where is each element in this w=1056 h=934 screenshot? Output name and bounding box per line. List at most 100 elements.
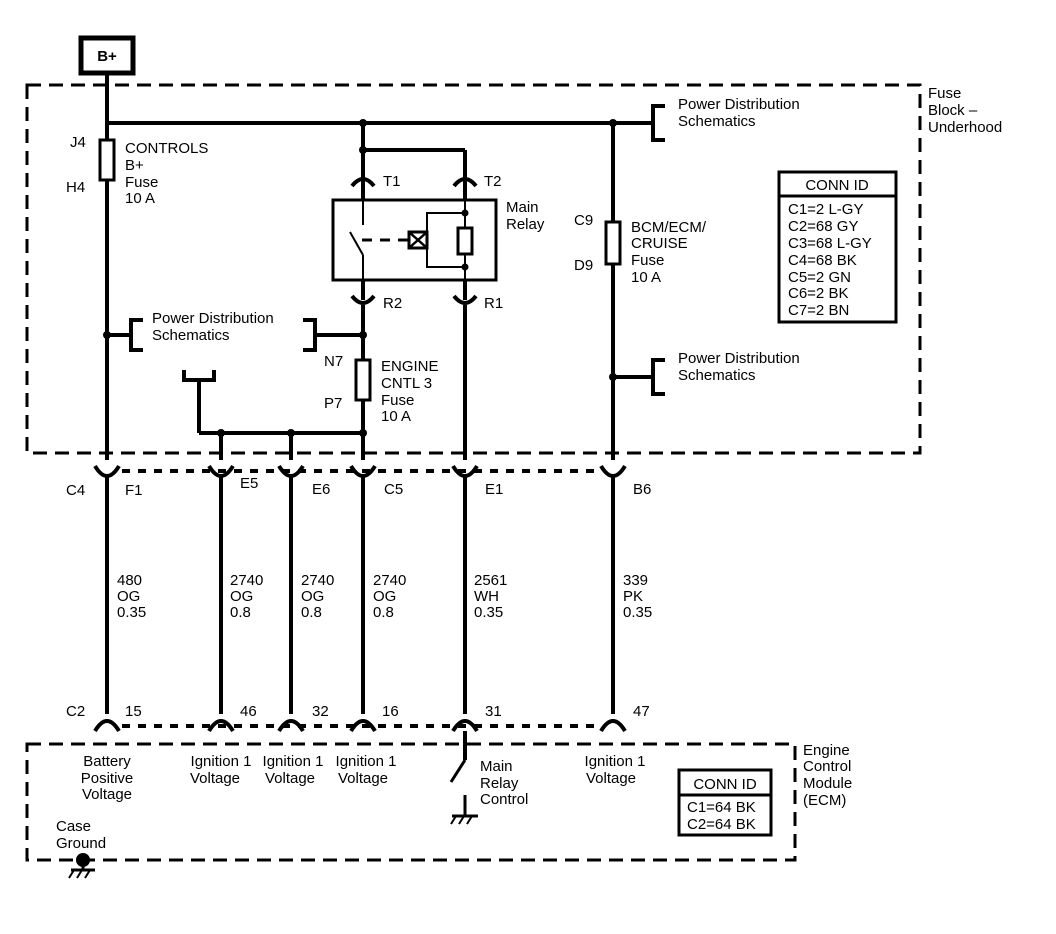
conn-id-entry: C6=2 BK xyxy=(788,285,848,302)
wire-gauge: 0.8 xyxy=(301,604,322,621)
ecm-input-label: Voltage xyxy=(190,770,240,787)
power-distribution-mid: Power Distribution Schematics xyxy=(651,350,800,396)
connector-pin-label: C5 xyxy=(384,481,403,498)
ecm-input-label: Ignition 1 xyxy=(585,753,646,770)
wire-circuit: 339 xyxy=(623,572,648,589)
ecm-input-label: Ignition 1 xyxy=(263,753,324,770)
wire-gauge: 0.35 xyxy=(117,604,146,621)
ecm-input-label: Main xyxy=(480,758,513,775)
conn-id-entry: C5=2 GN xyxy=(788,269,851,286)
ecm-input-battery: Battery Positive Voltage xyxy=(81,753,134,803)
fuse-pin-label: J4 xyxy=(70,134,86,151)
connector-pin-label: 47 xyxy=(633,703,650,720)
conn-id-entry: C4=68 BK xyxy=(788,252,857,269)
ecm-input-label: Ignition 1 xyxy=(336,753,397,770)
ecm-title-line: Module xyxy=(803,775,852,792)
fuse-label: CNTL 3 xyxy=(381,375,432,392)
wire-circuit: 2740 xyxy=(301,572,334,589)
ecm-title: Engine Control Module (ECM) xyxy=(803,742,852,809)
connector-pin-label: E5 xyxy=(240,475,258,492)
conn-id-entry: C2=64 BK xyxy=(687,816,756,833)
wire-label-2740-a: 2740 OG 0.8 xyxy=(230,572,263,621)
ecm-input-label: Relay xyxy=(480,775,519,792)
connector-pin-label: 46 xyxy=(240,703,257,720)
battery-label: B+ xyxy=(97,48,117,65)
wire-circuit: 480 xyxy=(117,572,142,589)
relay-label: Main xyxy=(506,199,539,216)
relay-pin-label: T2 xyxy=(484,173,502,190)
wire-color: OG xyxy=(373,588,396,605)
power-distribution-label: Schematics xyxy=(678,367,756,384)
wire-color: PK xyxy=(623,588,643,605)
power-distribution-label: Power Distribution xyxy=(678,96,800,113)
ecm-input-label: Voltage xyxy=(82,786,132,803)
power-distribution-left: Power Distribution Schematics xyxy=(129,310,317,352)
ecm-outline xyxy=(25,742,797,862)
wire-gauge: 0.8 xyxy=(230,604,251,621)
fuse-pin-label: N7 xyxy=(324,353,343,370)
ecm-input-label: Ignition 1 xyxy=(191,753,252,770)
conn-id-entry: C3=68 L-GY xyxy=(788,235,872,252)
power-distribution-top: Power Distribution Schematics xyxy=(651,96,800,142)
conn-id-title: CONN ID xyxy=(693,776,757,793)
ecm-input-main-relay-control: Main Relay Control xyxy=(449,731,528,825)
wire-circuit: 2561 xyxy=(474,572,507,589)
fuse-label: B+ xyxy=(125,157,144,174)
relay-pin-label: R1 xyxy=(484,295,503,312)
fuse-label: CRUISE xyxy=(631,235,688,252)
conn-id-title: CONN ID xyxy=(805,177,869,194)
power-distribution-label: Power Distribution xyxy=(678,350,800,367)
connector-pin-label: E1 xyxy=(485,481,503,498)
wire-circuit: 2740 xyxy=(373,572,406,589)
connector-id-label: C2 xyxy=(66,703,85,720)
relay-label: Relay xyxy=(506,216,545,233)
ecm-input-label: Voltage xyxy=(586,770,636,787)
connector-pin-label: F1 xyxy=(125,482,143,499)
fuse-label: Fuse xyxy=(125,174,158,191)
ecm-input-ignition-b: Ignition 1 Voltage xyxy=(263,753,324,787)
wire-gauge: 0.35 xyxy=(474,604,503,621)
fuse-block-outline xyxy=(25,83,922,455)
conn-id-entry: C1=64 BK xyxy=(687,799,756,816)
connector-pin-label: 32 xyxy=(312,703,329,720)
fuse-label: BCM/ECM/ xyxy=(631,219,707,236)
wire-color: OG xyxy=(301,588,324,605)
fuse-label: CONTROLS xyxy=(125,140,208,157)
fuse-block-title-line: Fuse xyxy=(928,85,961,102)
fuse-block-title: Fuse Block – Underhood xyxy=(928,85,1002,136)
conn-id-entry: C1=2 L-GY xyxy=(788,201,863,218)
fuse-label: Fuse xyxy=(631,252,664,269)
connector-pin-label: B6 xyxy=(633,481,651,498)
fuse-label: Fuse xyxy=(381,392,414,409)
connector-pin-label: 31 xyxy=(485,703,502,720)
bcm-ecm-cruise-fuse: C9 D9 BCM/ECM/ CRUISE Fuse 10 A xyxy=(574,212,707,286)
wire-label-339: 339 PK 0.35 xyxy=(623,572,652,621)
ecm-title-line: Engine xyxy=(803,742,850,759)
ecm-title-line: (ECM) xyxy=(803,792,846,809)
fuse-label: 10 A xyxy=(381,408,411,425)
ecm-input-ignition-d: Ignition 1 Voltage xyxy=(585,753,646,787)
fuse-label: 10 A xyxy=(125,190,155,207)
wire-label-2740-c: 2740 OG 0.8 xyxy=(373,572,406,621)
wire-color: WH xyxy=(474,588,499,605)
connector-pin-label: 16 xyxy=(382,703,399,720)
ecm-input-label: Voltage xyxy=(265,770,315,787)
ecm-input-ignition-c: Ignition 1 Voltage xyxy=(336,753,397,787)
ecm-connector-c2: C2 15 46 32 16 31 47 xyxy=(66,703,650,733)
wire-gauge: 0.8 xyxy=(373,604,394,621)
fuse-block-title-line: Underhood xyxy=(928,119,1002,136)
connector-pin-label: 15 xyxy=(125,703,142,720)
wire-label-2561: 2561 WH 0.35 xyxy=(474,572,507,621)
fuse-block-title-line: Block – xyxy=(928,102,978,119)
fuse-pin-label: D9 xyxy=(574,257,593,274)
ecm-conn-id-table: CONN ID C1=64 BK C2=64 BK xyxy=(677,768,773,837)
wire-label-2740-b: 2740 OG 0.8 xyxy=(301,572,334,621)
relay-pin-label: T1 xyxy=(383,173,401,190)
case-ground-label: Ground xyxy=(56,835,106,852)
fuse-pin-label: P7 xyxy=(324,395,342,412)
wire-circuit: 2740 xyxy=(230,572,263,589)
fuse-pin-label: C9 xyxy=(574,212,593,229)
ecm-input-label: Positive xyxy=(81,770,134,787)
power-distribution-label: Power Distribution xyxy=(152,310,274,327)
